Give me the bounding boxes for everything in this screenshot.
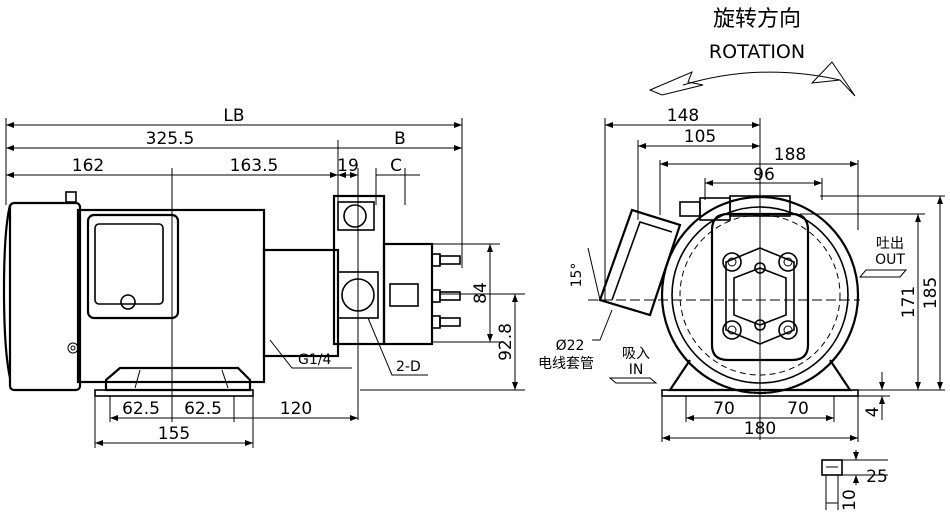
dim-4: 4: [863, 407, 883, 418]
pump-front-plate: [710, 212, 810, 362]
motor-end-cap-curve: [2, 204, 12, 379]
dim-foot-length: 155: [158, 424, 190, 444]
rotation-title-cn: 旋转方向: [713, 7, 801, 32]
dim-92-8: 92.8: [496, 323, 516, 361]
label-conduit-dia: Ø22: [556, 338, 585, 354]
dim-96: 96: [753, 165, 775, 185]
dim-171: 171: [899, 286, 919, 318]
rotation-arrow-tail: [648, 71, 704, 96]
inlet-port: [341, 278, 375, 312]
motor-end-cap: [8, 201, 82, 392]
dim-c: C: [390, 156, 402, 176]
dim-185: 185: [921, 277, 941, 309]
dim-188: 188: [774, 145, 806, 165]
pump-cover: [382, 242, 434, 346]
terminal-gland: [120, 294, 136, 310]
inlet-arrow: [608, 377, 658, 384]
motor-lifting-lug: [65, 191, 77, 203]
dim-70-left: 70: [713, 399, 735, 419]
dim-180: 180: [744, 419, 776, 439]
front-view: 148 105 188 96 15°: [538, 106, 945, 511]
rotation-arc: [682, 71, 841, 86]
label-in-en: IN: [629, 362, 644, 378]
pump-body: [332, 194, 386, 346]
cover-bolts: [431, 253, 461, 329]
label-out-en: OUT: [875, 252, 905, 268]
dim-motor: 162: [72, 156, 104, 176]
dim-84: 84: [471, 282, 491, 304]
outlet-arrow: [858, 269, 908, 278]
label-in-cn: 吸入: [622, 346, 650, 362]
pump-bolts: [722, 252, 798, 340]
terminal-box-side: [598, 208, 682, 317]
dim-body: 163.5: [230, 156, 279, 176]
slot-detail: [821, 450, 888, 510]
motor-foot: [104, 366, 252, 392]
label-port-g14: G1/4: [298, 352, 331, 368]
terminal-box: [86, 213, 180, 320]
dim-148: 148: [667, 106, 699, 126]
dim-25: 25: [866, 467, 888, 487]
dim-foot-to-port: 120: [280, 399, 312, 419]
motor-flange: [660, 195, 860, 395]
label-out-cn: 吐出: [876, 236, 904, 252]
foot-base: [94, 389, 254, 397]
motor-screw: [67, 342, 79, 354]
dim-lb: LB: [223, 106, 244, 126]
rotation-indicator: 旋转方向 ROTATION: [648, 7, 856, 97]
dim-19: 19: [337, 156, 359, 176]
label-holes-2d: 2-D: [396, 359, 421, 375]
dim-angle-15: 15°: [569, 263, 585, 288]
dim-105: 105: [684, 127, 716, 147]
outlet-port: [343, 204, 367, 228]
label-conduit-cn: 电线套管: [538, 356, 594, 372]
pump-hex: [725, 247, 795, 345]
dim-foot-half-left: 62.5: [122, 399, 160, 419]
side-view: LB 325.5 B 162 163.5 19 C: [2, 106, 525, 448]
dim-overall: 325.5: [146, 129, 195, 149]
adapter: [262, 248, 340, 358]
rotation-arrow-head: [810, 61, 856, 97]
motor-housing: [76, 208, 266, 384]
rotation-title-en: ROTATION: [709, 41, 805, 63]
dim-10: 10: [840, 489, 860, 511]
dim-70-right: 70: [787, 399, 809, 419]
terminal-box-cover: [94, 223, 164, 305]
dim-b: B: [394, 129, 406, 149]
dim-foot-half-right: 62.5: [184, 399, 222, 419]
